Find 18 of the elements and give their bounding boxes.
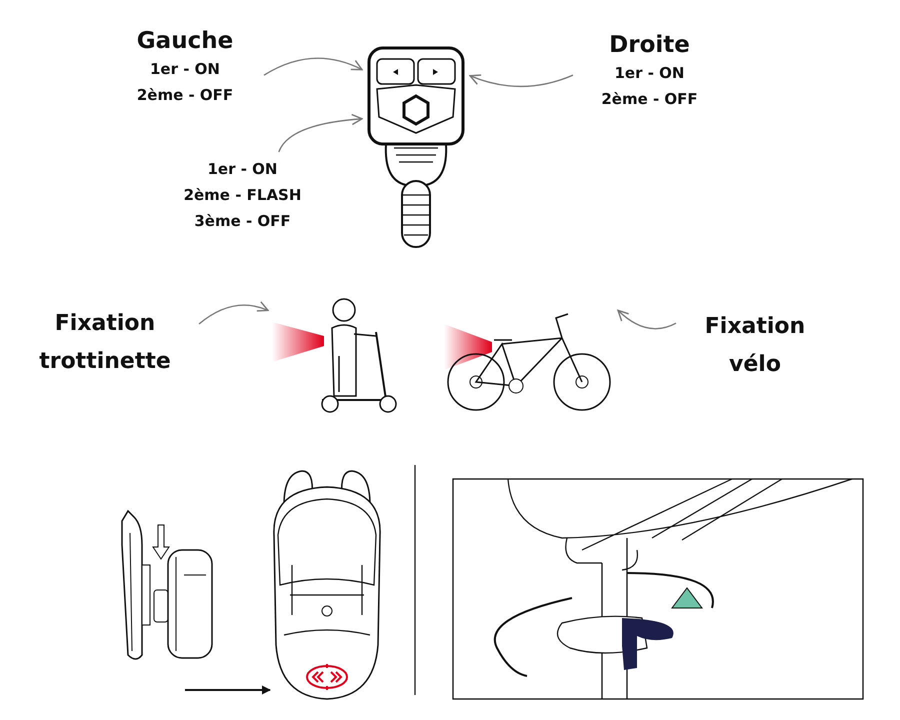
button-heading: Gauche bbox=[136, 27, 234, 56]
leader-arrow bbox=[264, 58, 363, 76]
press-mode-text: 1er - ON bbox=[150, 59, 220, 80]
seatpost-strap-drawing bbox=[452, 478, 864, 700]
press-mode-text: 2ème - FLASH bbox=[184, 185, 302, 206]
leader-arrow bbox=[278, 114, 363, 152]
leader-arrow bbox=[469, 74, 574, 88]
mount-caption: Fixation vélo bbox=[704, 313, 806, 379]
button-heading: Droite bbox=[609, 31, 690, 60]
press-mode-text: 1er - ON bbox=[208, 159, 278, 180]
press-mode-text: 3ème - OFF bbox=[194, 211, 291, 232]
mount-caption: Fixation trottinette bbox=[39, 310, 171, 376]
press-mode-text: 2ème - OFF bbox=[601, 89, 698, 110]
press-mode-text: 2ème - OFF bbox=[136, 85, 234, 106]
leader-arrow bbox=[617, 310, 676, 330]
leader-arrow bbox=[198, 301, 269, 325]
press-mode-text: 1er - ON bbox=[614, 63, 684, 84]
remote-drawing bbox=[366, 45, 466, 250]
